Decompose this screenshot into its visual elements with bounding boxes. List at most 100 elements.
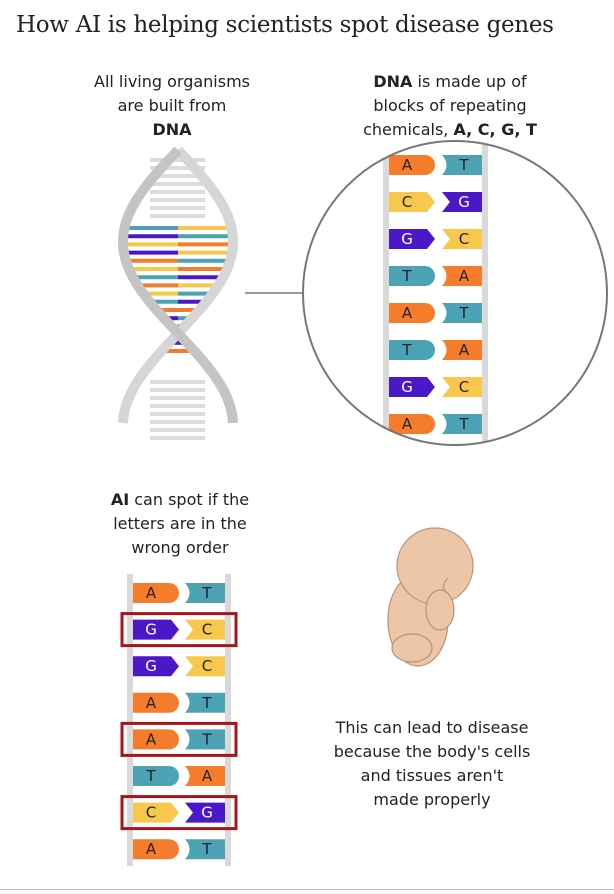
fetus-leg xyxy=(391,633,433,663)
base-letter: A xyxy=(402,304,413,322)
base-T-right: T xyxy=(185,692,225,713)
base-letter: C xyxy=(402,193,412,211)
base-A-left: A xyxy=(133,583,179,603)
fetus-icon xyxy=(387,527,474,667)
base-letter: T xyxy=(458,415,469,433)
fetus-arm xyxy=(425,589,455,631)
base-A-left: A xyxy=(389,303,435,323)
base-C-right: C xyxy=(442,377,482,397)
base-letter: C xyxy=(202,657,212,675)
disease-caption-line4: made properly xyxy=(373,790,491,809)
dna-caption-letters: A, C, G, T xyxy=(453,120,537,139)
ai-caption-bold: AI xyxy=(110,490,130,509)
organisms-caption-line1: All living organisms xyxy=(94,72,250,91)
base-T-right: T xyxy=(185,839,225,860)
ai-caption-line3: wrong order xyxy=(131,538,229,557)
base-letter: T xyxy=(458,304,469,322)
base-A-left: A xyxy=(389,155,435,175)
base-G-right: G xyxy=(442,192,482,212)
ai-caption-line1: can spot if the xyxy=(129,490,250,509)
base-A-left: A xyxy=(133,692,179,713)
organisms-caption: All living organisms are built from DNA xyxy=(72,70,272,142)
organisms-caption-dna: DNA xyxy=(152,120,192,139)
base-letter: A xyxy=(146,694,157,712)
base-G-left: G xyxy=(389,229,435,249)
dna-helix-icon xyxy=(118,146,238,440)
base-C-right: C xyxy=(442,229,482,249)
base-T-left: T xyxy=(133,766,179,786)
base-letter: G xyxy=(145,621,157,639)
base-A-left: A xyxy=(133,729,179,750)
base-T-right: T xyxy=(185,729,225,750)
dna-caption-line1: is made up of xyxy=(412,72,527,91)
ladder-rail-left xyxy=(383,141,389,445)
base-T-right: T xyxy=(442,155,482,175)
base-letter: C xyxy=(202,621,212,639)
base-letter: A xyxy=(459,341,470,359)
helix-strand xyxy=(118,146,238,424)
dna-caption: DNA is made up of blocks of repeating ch… xyxy=(330,70,570,142)
base-G-left: G xyxy=(389,377,435,397)
error-highlight-box xyxy=(120,795,238,831)
base-T-right: T xyxy=(185,583,225,603)
helix-strand xyxy=(118,146,238,424)
base-letter: C xyxy=(146,804,156,822)
base-A-right: A xyxy=(185,766,225,786)
base-letter: G xyxy=(458,193,470,211)
base-A-left: A xyxy=(133,839,179,860)
ladder-rail-right xyxy=(225,574,231,866)
base-letter: T xyxy=(401,341,412,359)
disease-caption-line2: because the body's cells xyxy=(333,742,531,761)
base-letter: T xyxy=(201,840,212,858)
base-letter: G xyxy=(401,230,413,248)
base-letter: A xyxy=(146,730,157,748)
base-letter: A xyxy=(459,267,470,285)
ai-caption-line2: letters are in the xyxy=(113,514,247,533)
base-A-left: A xyxy=(389,414,435,434)
base-letter: G xyxy=(201,804,213,822)
base-letter: A xyxy=(146,840,157,858)
base-G-right: G xyxy=(185,802,225,823)
dna-caption-line3: chemicals, xyxy=(363,120,454,139)
base-G-left: G xyxy=(133,619,179,640)
fetus-ear xyxy=(442,577,449,593)
base-T-right: T xyxy=(442,303,482,323)
base-letter: T xyxy=(201,730,212,748)
ladder-rail-right xyxy=(482,141,488,445)
base-letter: G xyxy=(145,657,157,675)
base-letter: T xyxy=(201,584,212,602)
magnifier-circle xyxy=(302,140,608,446)
base-A-right: A xyxy=(442,340,482,360)
base-letter: T xyxy=(401,267,412,285)
base-letter: T xyxy=(145,767,156,785)
base-letter: A xyxy=(146,584,157,602)
base-T-right: T xyxy=(442,414,482,434)
base-letter: A xyxy=(202,767,213,785)
disease-caption-line3: and tissues aren't xyxy=(360,766,504,785)
dna-caption-line2: blocks of repeating xyxy=(373,96,527,115)
dna-caption-bold: DNA xyxy=(373,72,413,91)
base-letter: C xyxy=(459,230,469,248)
base-letter: A xyxy=(402,415,413,433)
disease-caption: This can lead to disease because the bod… xyxy=(312,716,552,812)
error-highlight-box xyxy=(120,612,238,648)
base-C-right: C xyxy=(185,656,225,677)
